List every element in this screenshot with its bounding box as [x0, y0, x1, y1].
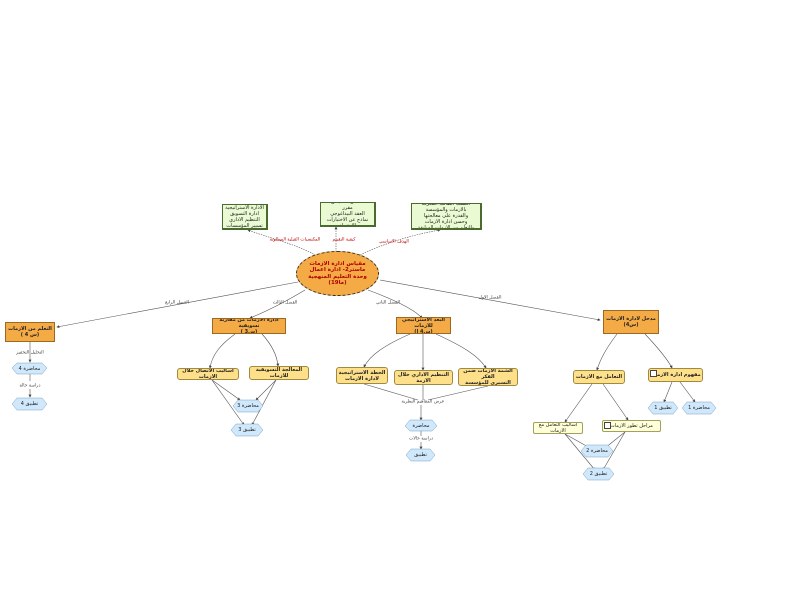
ch4-edge-label: التحليل التحفيز: [16, 350, 44, 356]
edge-mkt-lec: [255, 379, 277, 401]
ch3-lecture-hex: [232, 399, 264, 413]
central-topic: مقياس ادارة الازمات ماستر2- ادارة اعمال …: [296, 251, 379, 296]
holistic-crises: الشمة الازمات ضمن الفكر التسيري للمؤسسة: [458, 368, 518, 386]
ch1-apply2-label: تطبيق 2: [589, 471, 608, 477]
ch2-lecture-hex: [404, 419, 438, 432]
edge-plan-theory: [363, 383, 419, 401]
ch3-apply-label: تطبيق 3: [238, 427, 256, 433]
chapter1-box: مدخل لادارة الازمات (س4): [603, 310, 659, 334]
edge-concept-lecture: [679, 381, 696, 403]
ch4-apply-label: تطبيق 4: [20, 401, 39, 407]
ch4-apply-hex: [11, 397, 48, 411]
edge-concept-apply: [663, 381, 673, 403]
ch4-case-label: دراسة حالة: [19, 383, 41, 389]
ch1-lecture2-label: محاضرة 2: [586, 448, 608, 454]
strategic-plan: الخطة الاستراتيجية لادارة الازمات: [336, 367, 388, 384]
edge-dealing-stages: [602, 383, 629, 421]
chapter4-edge-label: الفصل الرابع: [165, 300, 189, 306]
admin-organization: التنظيم الاداري خلال الازمة: [394, 370, 453, 385]
dealing-with-crises: التعامل مع الازمات: [573, 370, 625, 384]
edge-ch3: [249, 289, 306, 319]
evaluation-label: كيفية التقييم: [332, 237, 356, 243]
prereq-note: الادارة الاستراتيجية ادارة التسويق التنظ…: [222, 204, 268, 230]
ch1-apply1-hex: [647, 401, 679, 415]
prereq-label: المكتسبات القبلية المطلوبة: [269, 237, 321, 243]
edge-ch1-concept: [644, 333, 673, 369]
theory-label: عرض المفاهيم النظرية: [401, 399, 445, 405]
chapter4-box: التعلم من الازمات (س 4 ): [5, 322, 55, 342]
crisis-handling-methods: اساليب التعامل مع الازمات: [533, 422, 583, 434]
communication-methods: اساليب الاتصال خلال الازمات: [177, 368, 239, 380]
chapter3-edge-label: الفصل الثالث: [272, 300, 298, 306]
edge-ch2-plan: [363, 333, 411, 368]
edge-ch3-mkt: [261, 333, 280, 367]
ch1-lecture2-hex: [580, 444, 614, 458]
ch1-apply1-label: تطبيق 1: [654, 405, 672, 411]
edge-comm-lec: [211, 379, 241, 401]
edge-ch1-dealing: [596, 333, 618, 371]
edge-methods-app: [564, 433, 596, 471]
concept-text: مفهوم ادارة الازمات: [650, 372, 701, 378]
ch1-lecture1-label: محاضرة 1: [688, 405, 710, 411]
edge-stages-app: [602, 431, 626, 471]
goal-label: الهدف الاساسي: [379, 239, 409, 245]
crisis-management-concept: مفهوم ادارة الازمات: [648, 368, 703, 382]
ch1-apply2-hex: [582, 467, 615, 481]
ch2-case-label: دراسة حالات: [409, 436, 433, 442]
goal-note: اكتسب الطالب المعرفة بالازمات والمؤسسة و…: [411, 203, 482, 230]
chapter2-box: البعد الاستراتيجي للازمات (س4 ا): [396, 317, 451, 334]
crisis-stages: مراحل تطور الازمات: [602, 420, 661, 432]
edge-mkt-app: [251, 379, 277, 426]
chapter2-edge-label: الفصل الثاني: [376, 300, 400, 306]
edge-dealing-methods: [564, 383, 593, 423]
edge-prereq: [247, 229, 321, 259]
chapter1-edge-label: الفصل الاول: [478, 295, 502, 301]
edge-goal: [357, 228, 441, 257]
edge-ch2-holistic: [435, 333, 487, 369]
chapter3-box: ادارة الازمات من مقاربة تسويقية (س3 ): [212, 318, 286, 334]
evaluation-note: مداخل المقياس مقرر العقد البيداغوجي نماذ…: [320, 202, 376, 227]
ch2-lecture-label: محاضرة: [412, 422, 430, 429]
ch1-lecture1-hex: [681, 401, 717, 415]
note-icon: [650, 370, 657, 377]
ch4-lecture-label: محاضرة 4: [18, 365, 41, 372]
edge-holistic-theory: [427, 385, 489, 401]
edge-comm-app: [211, 379, 245, 426]
note-icon: [604, 422, 611, 429]
ch3-lecture-label: محاضرة 3: [237, 403, 259, 409]
ch3-apply-hex: [230, 423, 264, 437]
marketing-treatment: المعالجة التسويقية للازمات: [249, 366, 309, 380]
edge-ch3-comm: [208, 333, 236, 369]
ch4-lecture-hex: [11, 362, 48, 375]
edge-ch2: [367, 289, 423, 319]
edge-ch4: [56, 281, 299, 329]
ch2-apply-hex: [405, 448, 436, 462]
edge-ch1: [379, 279, 601, 322]
ch2-apply-label: تطبيق: [414, 452, 427, 458]
stages-text: مراحل تطور الازمات: [610, 423, 653, 429]
